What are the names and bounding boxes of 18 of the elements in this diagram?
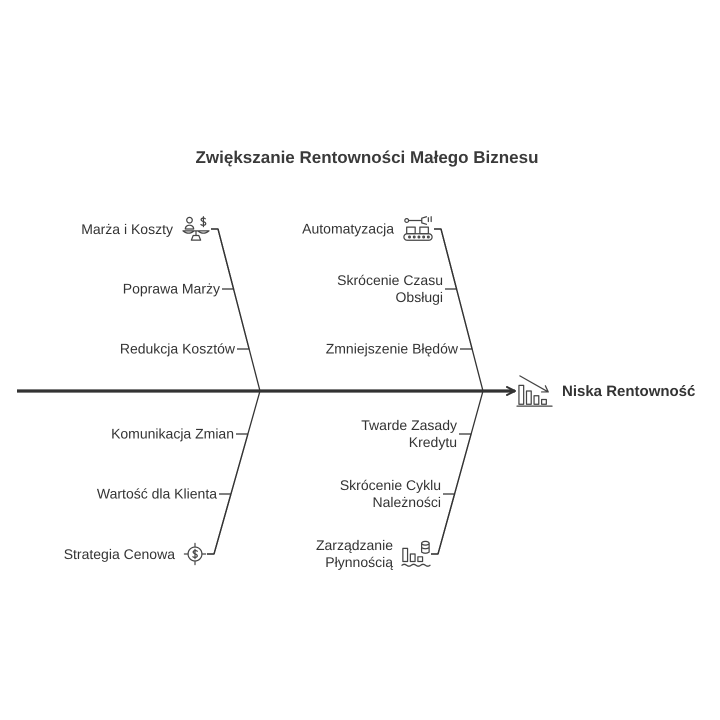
effect-label: Niska Rentowność: [562, 382, 696, 400]
branch-line: [434, 228, 473, 350]
branch-line: [207, 493, 232, 555]
cause-label: Zmniejszenie Błędów: [326, 340, 458, 358]
category-label: Zarządzanie Płynnością: [314, 537, 393, 571]
category-label: Automatyzacja: [302, 220, 394, 238]
diagram-title: Zwiększanie Rentowności Małego Biznesu: [196, 148, 538, 168]
category-label: Strategia Cenowa: [64, 546, 175, 562]
cause-label: Twarde Zasady Kredytu: [360, 417, 457, 451]
branch-line: [431, 493, 456, 555]
category-label: Marża i Koszty: [81, 220, 173, 238]
cause-label: Skrócenie Cyklu Należności: [338, 477, 441, 511]
branch-line: [211, 228, 250, 350]
cause-label: Redukcja Kosztów: [120, 340, 235, 358]
cause-label: Poprawa Marży: [122, 280, 220, 298]
cause-label: Wartość dla Klienta: [96, 486, 217, 502]
cause-label: Komunikacja Zmian: [111, 426, 234, 442]
cause-label: Skrócenie Czasu Obsługi: [336, 272, 443, 306]
